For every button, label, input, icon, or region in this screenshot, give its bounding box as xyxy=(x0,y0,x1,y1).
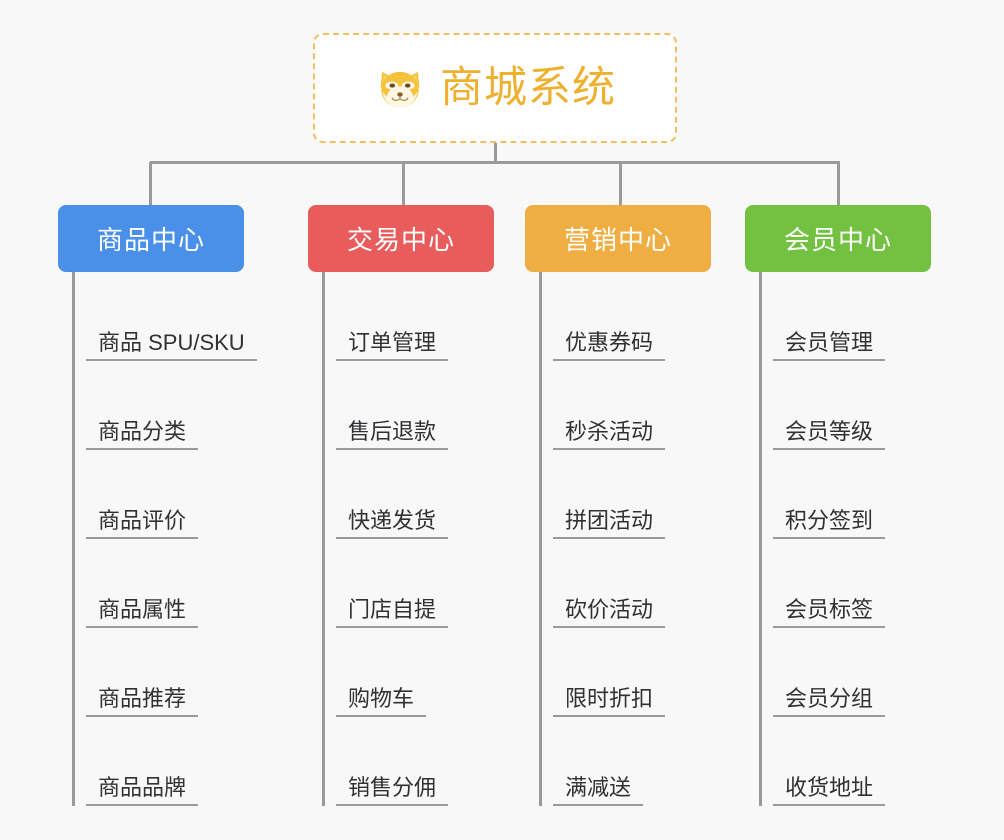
leaf-item-label: 门店自提 xyxy=(348,596,437,622)
leaf-item[interactable]: 商品评价 xyxy=(72,450,244,539)
leaf-item[interactable]: 会员等级 xyxy=(759,361,931,450)
leaf-item[interactable]: 商品 SPU/SKU xyxy=(72,272,257,361)
leaf-underline xyxy=(86,804,198,806)
leaf-item[interactable]: 积分签到 xyxy=(759,450,931,539)
leaf-item-label: 积分签到 xyxy=(785,507,874,533)
branch-trunk-line xyxy=(72,272,75,806)
leaf-item-label: 商品推荐 xyxy=(98,685,187,711)
leaf-item[interactable]: 会员管理 xyxy=(759,272,931,361)
branch-column-1: 商品中心商品 SPU/SKU 商品分类商品评价商品属性商品推荐商品品牌 xyxy=(58,205,257,806)
branch-header-2[interactable]: 交易中心 xyxy=(308,205,494,272)
branch-header-4[interactable]: 会员中心 xyxy=(745,205,931,272)
leaf-underline xyxy=(336,537,448,539)
branch-items-4: 会员管理会员等级积分签到会员标签会员分组收货地址 xyxy=(745,272,931,806)
leaf-underline xyxy=(773,448,885,450)
leaf-underline xyxy=(773,359,885,361)
leaf-item[interactable]: 商品分类 xyxy=(72,361,244,450)
leaf-item[interactable]: 满减送 xyxy=(539,717,711,806)
shiba-dog-face-icon xyxy=(374,62,426,114)
leaf-underline xyxy=(773,715,885,717)
leaf-underline xyxy=(553,448,665,450)
leaf-item[interactable]: 订单管理 xyxy=(322,272,494,361)
leaf-underline xyxy=(336,626,448,628)
leaf-item-label: 商品 SPU/SKU xyxy=(98,329,245,355)
leaf-underline xyxy=(553,804,643,806)
leaf-item[interactable]: 会员分组 xyxy=(759,628,931,717)
leaf-item-label: 会员标签 xyxy=(785,596,874,622)
branch-header-3[interactable]: 营销中心 xyxy=(525,205,711,272)
leaf-item-label: 快递发货 xyxy=(348,507,437,533)
leaf-item[interactable]: 会员标签 xyxy=(759,539,931,628)
leaf-underline xyxy=(86,537,198,539)
branch-trunk-line xyxy=(322,272,325,806)
leaf-underline xyxy=(336,715,426,717)
leaf-item-label: 商品评价 xyxy=(98,507,187,533)
leaf-underline xyxy=(553,626,665,628)
branch-header-label: 交易中心 xyxy=(346,225,455,255)
leaf-underline xyxy=(336,804,448,806)
branch-header-label: 商品中心 xyxy=(96,225,205,255)
leaf-underline xyxy=(773,804,885,806)
leaf-underline xyxy=(553,537,665,539)
branch-items-3: 优惠券码秒杀活动拼团活动砍价活动限时折扣满减送 xyxy=(525,272,711,806)
leaf-item-label: 销售分佣 xyxy=(348,774,437,800)
leaf-item-label: 订单管理 xyxy=(348,329,437,355)
leaf-item-label: 优惠券码 xyxy=(565,329,654,355)
leaf-item-label: 拼团活动 xyxy=(565,507,654,533)
leaf-item-label: 会员等级 xyxy=(785,418,874,444)
root-node[interactable]: 商城系统 xyxy=(313,33,677,143)
leaf-item-label: 收货地址 xyxy=(785,774,874,800)
leaf-item-label: 秒杀活动 xyxy=(565,418,654,444)
leaf-item-label: 满减送 xyxy=(565,774,632,800)
leaf-underline xyxy=(86,715,198,717)
leaf-item[interactable]: 售后退款 xyxy=(322,361,494,450)
leaf-item[interactable]: 购物车 xyxy=(322,628,494,717)
leaf-underline xyxy=(86,359,257,361)
branch-trunk-line xyxy=(759,272,762,806)
branch-column-4: 会员中心会员管理会员等级积分签到会员标签会员分组收货地址 xyxy=(745,205,931,806)
leaf-item[interactable]: 商品属性 xyxy=(72,539,244,628)
leaf-item-label: 砍价活动 xyxy=(565,596,654,622)
leaf-item-label: 商品分类 xyxy=(98,418,187,444)
leaf-underline xyxy=(773,537,885,539)
branch-header-label: 营销中心 xyxy=(563,225,672,255)
branch-items-1: 商品 SPU/SKU 商品分类商品评价商品属性商品推荐商品品牌 xyxy=(58,272,257,806)
leaf-underline xyxy=(86,448,198,450)
leaf-item[interactable]: 秒杀活动 xyxy=(539,361,711,450)
leaf-item[interactable]: 销售分佣 xyxy=(322,717,494,806)
branch-column-3: 营销中心优惠券码秒杀活动拼团活动砍价活动限时折扣满减送 xyxy=(525,205,711,806)
leaf-item[interactable]: 砍价活动 xyxy=(539,539,711,628)
branch-column-2: 交易中心订单管理售后退款快递发货门店自提购物车销售分佣 xyxy=(308,205,494,806)
branch-header-1[interactable]: 商品中心 xyxy=(58,205,244,272)
leaf-item[interactable]: 商品品牌 xyxy=(72,717,244,806)
leaf-underline xyxy=(553,359,665,361)
branch-header-label: 会员中心 xyxy=(783,225,892,255)
leaf-underline xyxy=(553,715,665,717)
leaf-item[interactable]: 收货地址 xyxy=(759,717,931,806)
leaf-item-label: 商品属性 xyxy=(98,596,187,622)
leaf-item-label: 限时折扣 xyxy=(565,685,654,711)
leaf-item[interactable]: 优惠券码 xyxy=(539,272,711,361)
leaf-item[interactable]: 门店自提 xyxy=(322,539,494,628)
leaf-underline xyxy=(773,626,885,628)
branch-trunk-line xyxy=(539,272,542,806)
leaf-item-label: 售后退款 xyxy=(348,418,437,444)
root-title: 商城系统 xyxy=(440,63,616,112)
branch-items-2: 订单管理售后退款快递发货门店自提购物车销售分佣 xyxy=(308,272,494,806)
leaf-item-label: 商品品牌 xyxy=(98,774,187,800)
leaf-underline xyxy=(86,626,198,628)
leaf-item-label: 会员分组 xyxy=(785,685,874,711)
leaf-item[interactable]: 拼团活动 xyxy=(539,450,711,539)
leaf-item[interactable]: 限时折扣 xyxy=(539,628,711,717)
leaf-underline xyxy=(336,448,448,450)
leaf-underline xyxy=(336,359,448,361)
leaf-item-label: 会员管理 xyxy=(785,329,874,355)
leaf-item[interactable]: 商品推荐 xyxy=(72,628,244,717)
leaf-item[interactable]: 快递发货 xyxy=(322,450,494,539)
leaf-item-label: 购物车 xyxy=(348,685,415,711)
